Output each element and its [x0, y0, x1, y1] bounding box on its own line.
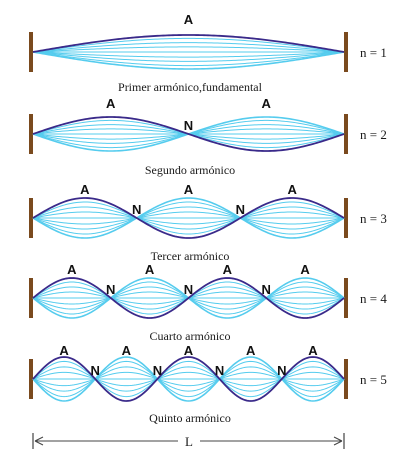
- wave-main: [32, 34, 345, 53]
- wave-intermediate-line: [32, 360, 345, 398]
- harmonic-number-label: n = 4: [360, 291, 387, 306]
- wave-intermediate-line: [32, 371, 345, 387]
- harmonic-number-label: n = 1: [360, 45, 387, 60]
- antinode-label: A: [262, 96, 272, 111]
- wave-envelope-light: [32, 197, 345, 239]
- left-post: [29, 32, 33, 72]
- wave-intermediate-line: [32, 42, 345, 53]
- antinode-label: A: [300, 262, 310, 277]
- wave-intermediate-line: [32, 201, 345, 235]
- wave-intermediate-line: [32, 206, 345, 230]
- wave-intermediate-line: [32, 366, 345, 392]
- wave-intermediate-line: [32, 51, 345, 62]
- wave-main: [32, 277, 345, 319]
- antinode-label: A: [287, 182, 297, 197]
- node-label: N: [215, 363, 224, 378]
- antinode-label: A: [106, 96, 116, 111]
- node-label: N: [277, 363, 286, 378]
- antinode-label: A: [67, 262, 77, 277]
- wave-intermediate-line: [32, 51, 345, 58]
- harmonic-caption: Tercer armónico: [151, 249, 230, 263]
- wave-intermediate-line: [32, 371, 345, 387]
- wave-main: [32, 356, 345, 402]
- wave-intermediate-line: [32, 206, 345, 230]
- left-post: [29, 278, 33, 318]
- antinode-label: A: [223, 262, 233, 277]
- node-label: N: [184, 282, 193, 297]
- length-label: L: [185, 434, 193, 449]
- length-dimension: L: [32, 433, 345, 449]
- node-label: N: [153, 363, 162, 378]
- antinode-label: A: [184, 343, 194, 358]
- antinode-label: A: [80, 182, 90, 197]
- right-post: [344, 114, 348, 154]
- wave-intermediate-line: [32, 46, 345, 53]
- node-label: N: [236, 202, 245, 217]
- harmonic-caption: Quinto armónico: [149, 411, 231, 425]
- antinode-label: A: [145, 262, 155, 277]
- harmonic-number-label: n = 2: [360, 127, 387, 142]
- wave-main: [32, 197, 345, 239]
- wave-intermediate-line: [32, 211, 345, 225]
- wave-intermediate-line: [32, 51, 345, 67]
- right-post: [344, 198, 348, 238]
- harmonic-caption: Cuarto armónico: [150, 329, 231, 343]
- node-label: N: [91, 363, 100, 378]
- harmonic-number-label: n = 5: [360, 372, 387, 387]
- harmonic-number-label: n = 3: [360, 211, 387, 226]
- node-label: N: [132, 202, 141, 217]
- node-label: N: [184, 118, 193, 133]
- harmonic-row-2: A A Nn = 2 Segundo armónico: [29, 96, 387, 177]
- arrowhead-right-icon: [333, 436, 343, 446]
- wave-intermediate-line: [32, 201, 345, 235]
- harmonic-row-1: An = 1 Primer armónico,fundamental: [29, 12, 387, 94]
- right-post: [344, 278, 348, 318]
- harmonic-row-4: A A A A N N Nn = 4 Cuarto armónico: [29, 262, 387, 343]
- node-label: N: [262, 282, 271, 297]
- antinode-label: A: [59, 343, 69, 358]
- left-post: [29, 114, 33, 154]
- right-post: [344, 359, 348, 399]
- wave-intermediate-line: [32, 366, 345, 392]
- left-post: [29, 198, 33, 238]
- wave-intermediate-line: [32, 37, 345, 53]
- antinode-label: A: [184, 12, 194, 27]
- wave-envelope-light: [32, 51, 345, 70]
- arrowhead-left-icon: [34, 436, 44, 446]
- wave-envelope-light: [32, 356, 345, 402]
- antinode-label: A: [246, 343, 256, 358]
- right-post: [344, 32, 348, 72]
- antinode-label: A: [122, 343, 132, 358]
- harmonic-caption: Primer armónico,fundamental: [118, 80, 263, 94]
- wave-intermediate-line: [32, 211, 345, 225]
- left-post: [29, 359, 33, 399]
- node-label: N: [106, 282, 115, 297]
- harmonic-caption: Segundo armónico: [145, 163, 235, 177]
- harmonic-row-5: A A A A A N N N Nn = 5 Quinto armónico: [29, 343, 387, 425]
- antinode-label: A: [184, 182, 194, 197]
- antinode-label: A: [308, 343, 318, 358]
- wave-intermediate-line: [32, 360, 345, 398]
- wave-main: [32, 116, 345, 152]
- harmonic-row-3: A A A N Nn = 3 Tercer armónico: [29, 182, 387, 263]
